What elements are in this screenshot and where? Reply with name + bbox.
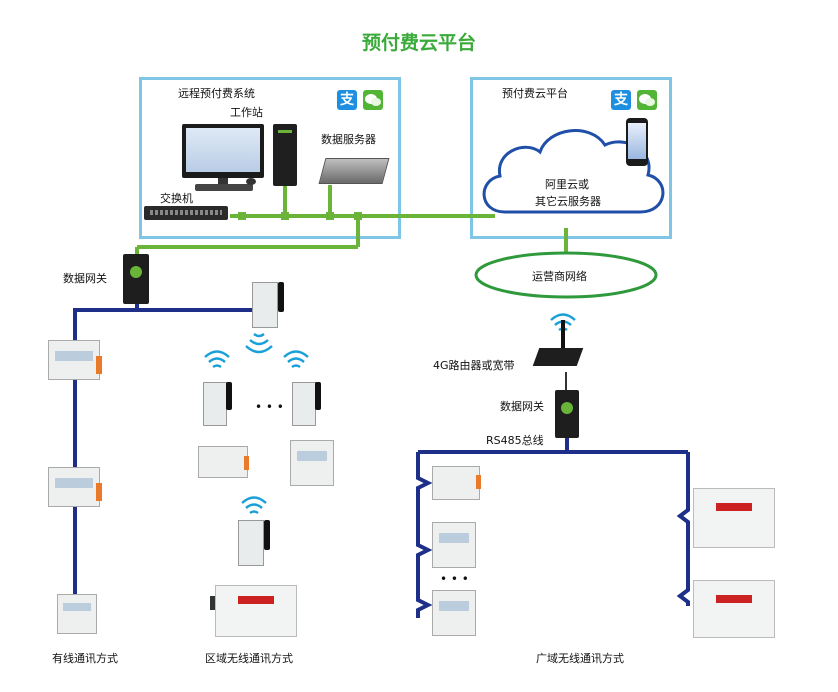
left-gateway-device <box>123 254 149 304</box>
caption-wide-wireless: 广域无线通讯方式 <box>536 652 624 665</box>
router-device <box>532 348 584 366</box>
rs485-label: RS485总线 <box>486 434 544 447</box>
prepaid-cabinet-right-2 <box>693 580 775 638</box>
din-meter-area-left-tab <box>244 456 249 470</box>
cloud-server-line1: 阿里云或 <box>545 178 589 191</box>
left-gateway-label: 数据网关 <box>63 272 107 285</box>
din-meter-3 <box>57 594 97 634</box>
cloud-shape <box>482 129 665 214</box>
din-meter-right-1 <box>432 466 480 500</box>
wifi-signals <box>204 313 576 515</box>
mouse-icon <box>246 178 256 185</box>
cloud-platform-label: 预付费云平台 <box>502 87 568 100</box>
network-switch-icon <box>144 206 228 220</box>
keyboard-icon <box>195 184 253 191</box>
caption-wired: 有线通讯方式 <box>52 652 118 665</box>
antenna-top <box>278 282 284 312</box>
router-antenna <box>561 320 565 350</box>
remote-system-label: 远程预付费系统 <box>178 87 255 100</box>
cloud-server-line2: 其它云服务器 <box>535 195 601 208</box>
wireless-module-bottom <box>238 520 264 566</box>
alipay-icon-cloud: 支 <box>611 90 631 110</box>
router-label: 4G路由器或宽带 <box>433 359 515 372</box>
right-gateway-device <box>555 390 579 438</box>
cabinet-area-side <box>210 596 215 610</box>
wechat-icon-cloud <box>637 90 657 110</box>
wireless-module-mid-left <box>203 382 227 426</box>
antenna-mid-left <box>226 382 232 410</box>
din-meter-area-left <box>198 446 248 478</box>
data-server-label: 数据服务器 <box>321 133 376 146</box>
antenna-bottom <box>264 520 270 550</box>
prepaid-cabinet-right-1 <box>693 488 775 548</box>
ellipsis-right: • • • <box>440 572 469 586</box>
caption-area-wireless: 区域无线通讯方式 <box>205 652 293 665</box>
ellipsis-area: • • • <box>255 400 284 414</box>
switch-label: 交换机 <box>160 192 193 205</box>
monitor-stand <box>218 178 228 186</box>
alipay-icon: 支 <box>337 90 357 110</box>
wireless-module-top <box>252 282 278 328</box>
antenna-mid-right <box>315 382 321 410</box>
server-icon <box>318 158 390 184</box>
wechat-icon <box>363 90 383 110</box>
single-phase-meter-area <box>290 440 334 486</box>
operator-network-label: 运营商网络 <box>532 270 587 283</box>
din-meter-2 <box>48 467 100 507</box>
monitor-icon <box>182 124 264 178</box>
din-meter-right-1-tab <box>476 475 481 489</box>
right-gateway-label: 数据网关 <box>500 400 544 413</box>
wireless-module-mid-right <box>292 382 316 426</box>
prepaid-cabinet-area <box>215 585 297 637</box>
diagram-title: 预付费云平台 <box>361 32 476 54</box>
din-meter-1-tab <box>96 356 102 374</box>
din-meter-2-tab <box>96 483 102 501</box>
workstation-label: 工作站 <box>230 106 263 119</box>
single-phase-meter-right-2 <box>432 590 476 636</box>
pc-tower-icon <box>273 124 297 186</box>
smartphone-icon <box>626 118 648 166</box>
din-meter-1 <box>48 340 100 380</box>
single-phase-meter-right-1 <box>432 522 476 568</box>
